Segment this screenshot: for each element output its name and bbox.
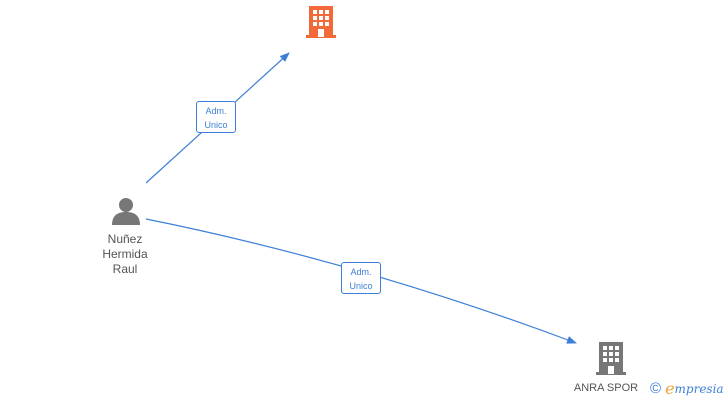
edge-role-line: Adm. (350, 267, 372, 277)
brand-initial: e (665, 379, 675, 398)
edge-role-label: Adm. Unico (196, 101, 236, 133)
person-name-line: Nuñez (107, 232, 143, 246)
edge-role-line: Unico (349, 281, 373, 291)
person-name-line: Hermida (102, 247, 148, 261)
edge-role-line: Unico (204, 120, 228, 130)
brand-name: mpresia (674, 382, 724, 396)
person-name-line: Raul (112, 262, 138, 276)
edge-role-line: Adm. (205, 106, 227, 116)
empresia-watermark: © e mpresia (650, 380, 724, 398)
person-name-label[interactable]: Nuñez Hermida Raul (86, 232, 164, 277)
copyright-symbol: © (650, 380, 662, 397)
building-icon[interactable] (305, 4, 337, 38)
edge-role-label: Adm. Unico (341, 262, 381, 294)
building-icon[interactable] (595, 340, 627, 376)
company-name-label[interactable]: ANRA SPOR (573, 382, 639, 394)
person-icon[interactable] (110, 196, 142, 226)
